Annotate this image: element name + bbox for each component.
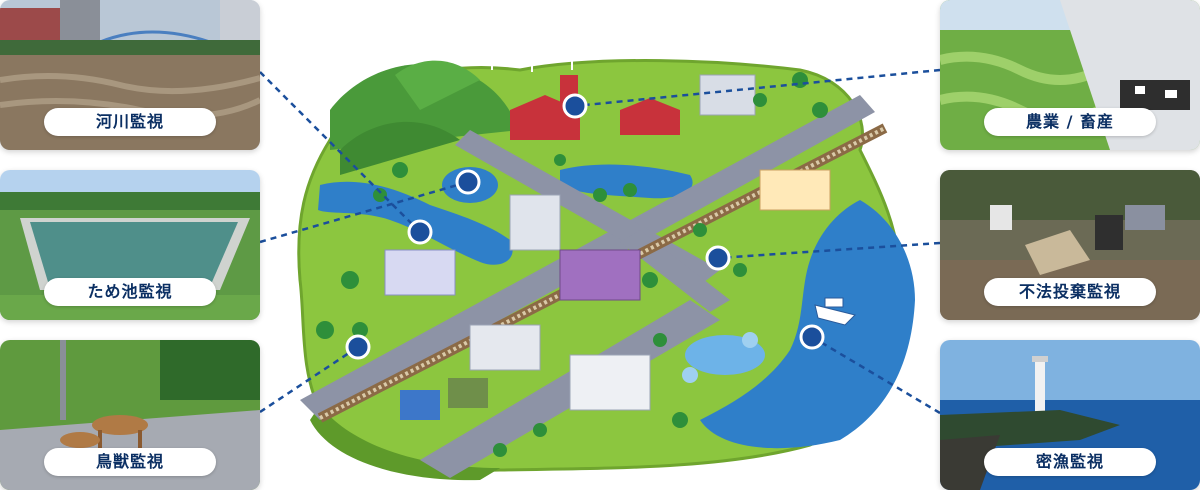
- label-reservoir-monitoring: ため池監視: [44, 278, 216, 306]
- marker-dumping: [705, 245, 731, 271]
- label-agri-livestock: 農業 / 畜産: [984, 108, 1156, 136]
- marker-agri: [562, 93, 588, 119]
- marker-river: [407, 219, 433, 245]
- park-pond: [682, 332, 765, 383]
- card-illegal-dumping: 不法投棄監視: [940, 170, 1200, 320]
- card-reservoir-monitoring: ため池監視: [0, 170, 260, 320]
- marker-wildlife: [345, 334, 371, 360]
- connector-wildlife: [259, 345, 359, 414]
- card-wildlife-monitoring: 鳥獣監視: [0, 340, 260, 490]
- map-water: [318, 164, 915, 449]
- boat: [814, 297, 856, 326]
- marker-pond: [455, 169, 481, 195]
- card-poaching-monitoring: 密漁監視: [940, 340, 1200, 490]
- monitoring-markers: [345, 93, 825, 360]
- connector-pond: [259, 180, 469, 244]
- coast-photo: [940, 340, 1200, 490]
- card-agri-livestock: 農業 / 畜産: [940, 0, 1200, 150]
- label-illegal-dumping: 不法投棄監視: [984, 278, 1156, 306]
- wind-turbines: [481, 21, 587, 72]
- mountains: [330, 60, 520, 175]
- label-wildlife-monitoring: 鳥獣監視: [44, 448, 216, 476]
- marker-fishing: [799, 324, 825, 350]
- label-river-monitoring: 河川監視: [44, 108, 216, 136]
- connector-fishing: [811, 335, 941, 415]
- connector-dumping: [717, 241, 941, 260]
- river-photo: [0, 0, 260, 150]
- buildings: [384, 74, 831, 420]
- connector-lines: [259, 68, 941, 415]
- connector-river: [259, 71, 421, 233]
- card-river-monitoring: 河川監視: [0, 0, 260, 150]
- label-poaching-monitoring: 密漁監視: [984, 448, 1156, 476]
